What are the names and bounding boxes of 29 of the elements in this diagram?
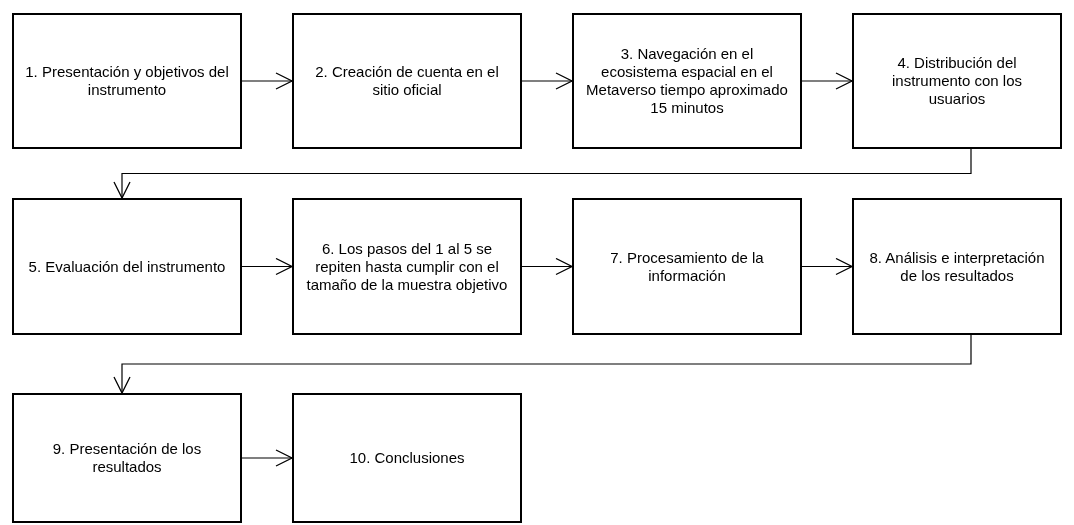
step-text: 10. Conclusiones [349, 449, 465, 467]
process-box [572, 198, 802, 335]
process-box [292, 393, 522, 523]
arrow [241, 72, 293, 90]
arrow [241, 449, 293, 467]
step-text: 3. Navegación en el ecosistema espacial en el Metaverso tiempo aproximado 15 minutos [585, 45, 789, 117]
process-box [852, 198, 1062, 335]
step-text: 9. Presentación de los resultados [51, 440, 203, 476]
step-text: 7. Procesamiento de la información [609, 248, 765, 285]
process-box [12, 13, 242, 149]
step-text: 2. Creación de cuenta en el sitio oficial [314, 63, 500, 99]
process-box [292, 13, 522, 149]
process-box [852, 13, 1062, 149]
arrow [241, 257, 293, 276]
arrow [521, 257, 573, 276]
process-box [292, 198, 522, 335]
process-box [12, 198, 242, 335]
arrow [801, 72, 853, 90]
arrow [113, 148, 972, 199]
process-box [12, 393, 242, 523]
step-text: 8. Análisis e interpretación de los resultados [868, 248, 1046, 285]
process-box [572, 13, 802, 149]
arrow [801, 257, 853, 276]
arrow [521, 72, 573, 90]
step-text: 5. Evaluación del instrumento [28, 257, 226, 276]
step-text: 1. Presentación y objetivos del instrumento [24, 63, 230, 99]
arrow [113, 334, 972, 394]
step-text: 4. Distribución del instrumento con los usuarios [890, 54, 1024, 108]
step-text: 6. Los pasos del 1 al 5 se repiten hasta cumplir con el tamaño de la muestra objetivo [305, 239, 509, 294]
